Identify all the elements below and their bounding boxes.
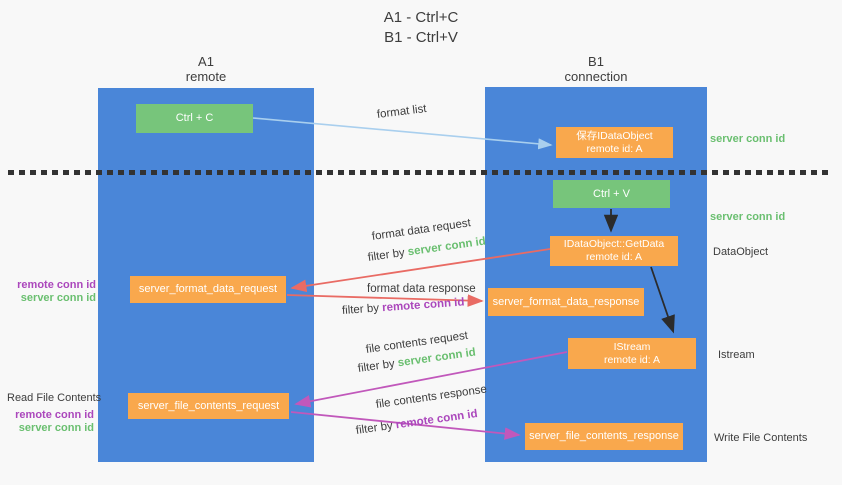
label-format-data-response: format data response [367, 283, 476, 295]
node-server-file-contents-request-label: server_file_contents_request [137, 399, 280, 412]
filter-by-text: filter by [367, 246, 409, 264]
node-idataobject-getdata-line2: remote id: A [585, 251, 643, 263]
node-server-format-data-request-label: server_format_data_request [138, 283, 278, 295]
label-filter-by-remote-conn-id-1: filter by remote conn id [342, 296, 465, 317]
node-idataobject-getdata: IDataObject::GetData remote id: A [550, 236, 678, 266]
node-server-format-data-request: server_format_data_request [130, 276, 286, 303]
node-idataobject-getdata-line1: IDataObject::GetData [563, 238, 665, 250]
node-ctrl-v-label: Ctrl + V [593, 187, 630, 200]
node-server-file-contents-response-label: server_file_contents_response [529, 430, 679, 442]
node-ctrl-c: Ctrl + C [136, 104, 253, 133]
annotation-write-file-contents: Write File Contents [714, 432, 808, 444]
label-filter-by-remote-conn-id-2: filter by remote conn id [355, 408, 478, 437]
annotation-server-conn-id-top: server conn id [710, 133, 786, 145]
title-line-2: B1 - Ctrl+V [384, 29, 458, 46]
filter-by-text: filter by [357, 357, 399, 375]
lane-header-a1: A1 remote [98, 54, 314, 84]
filter-by-text: filter by [341, 302, 383, 317]
annotation-server-conn-id-mid: server conn id [710, 211, 786, 223]
lane-b1-name: B1 [588, 54, 604, 69]
format-data-response-text: format data response [367, 283, 476, 295]
diagram-title: A1 - Ctrl+C B1 - Ctrl+V [0, 8, 842, 48]
annotation-conn-ids-file: remote conn id server conn id [10, 409, 94, 435]
node-save-idataobject: 保存IDataObject remote id: A [556, 127, 673, 158]
title-line-1: A1 - Ctrl+C [383, 9, 459, 26]
node-save-idataobject-line2: remote id: A [586, 142, 643, 155]
annotation-remote-conn-id-1: remote conn id [17, 279, 96, 291]
node-server-format-data-response: server_format_data_response [488, 288, 644, 316]
remote-conn-id-text: remote conn id [381, 296, 465, 315]
node-istream: IStream remote id: A [568, 338, 696, 369]
annotation-server-conn-id-1: server conn id [20, 292, 96, 304]
node-istream-line2: remote id: A [603, 353, 661, 366]
node-server-format-data-response-label: server_format_data_response [492, 295, 640, 308]
annotation-read-file-contents: Read File Contents [7, 392, 102, 404]
lane-a1-name: A1 [198, 54, 214, 69]
server-conn-id-text: server conn id [407, 235, 487, 259]
lane-b1-subtitle: connection [564, 69, 628, 84]
file-contents-response-text: file contents response [375, 383, 488, 411]
label-file-contents-response: file contents response [375, 383, 487, 410]
node-server-file-contents-request: server_file_contents_request [128, 393, 289, 419]
node-save-idataobject-line1: 保存IDataObject [576, 129, 653, 142]
annotation-conn-ids-format: remote conn id server conn id [10, 279, 96, 305]
label-format-list: format list [376, 103, 427, 121]
format-list-text: format list [376, 102, 428, 121]
lane-a1-subtitle: remote [185, 69, 227, 84]
lane-header-b1: B1 connection [485, 54, 707, 84]
node-ctrl-v: Ctrl + V [553, 180, 670, 208]
remote-conn-id-text: remote conn id [395, 407, 479, 432]
filter-by-text: filter by [355, 419, 397, 437]
annotation-dataobject: DataObject [713, 246, 769, 258]
node-ctrl-c-label: Ctrl + C [175, 112, 214, 124]
annotation-istream: Istream [718, 349, 755, 361]
node-istream-line1: IStream [613, 340, 651, 353]
annotation-server-conn-id-2: server conn id [18, 422, 94, 434]
node-server-file-contents-response: server_file_contents_response [525, 423, 683, 450]
phase-separator-dotted-line [8, 170, 830, 175]
annotation-remote-conn-id-2: remote conn id [15, 409, 94, 421]
